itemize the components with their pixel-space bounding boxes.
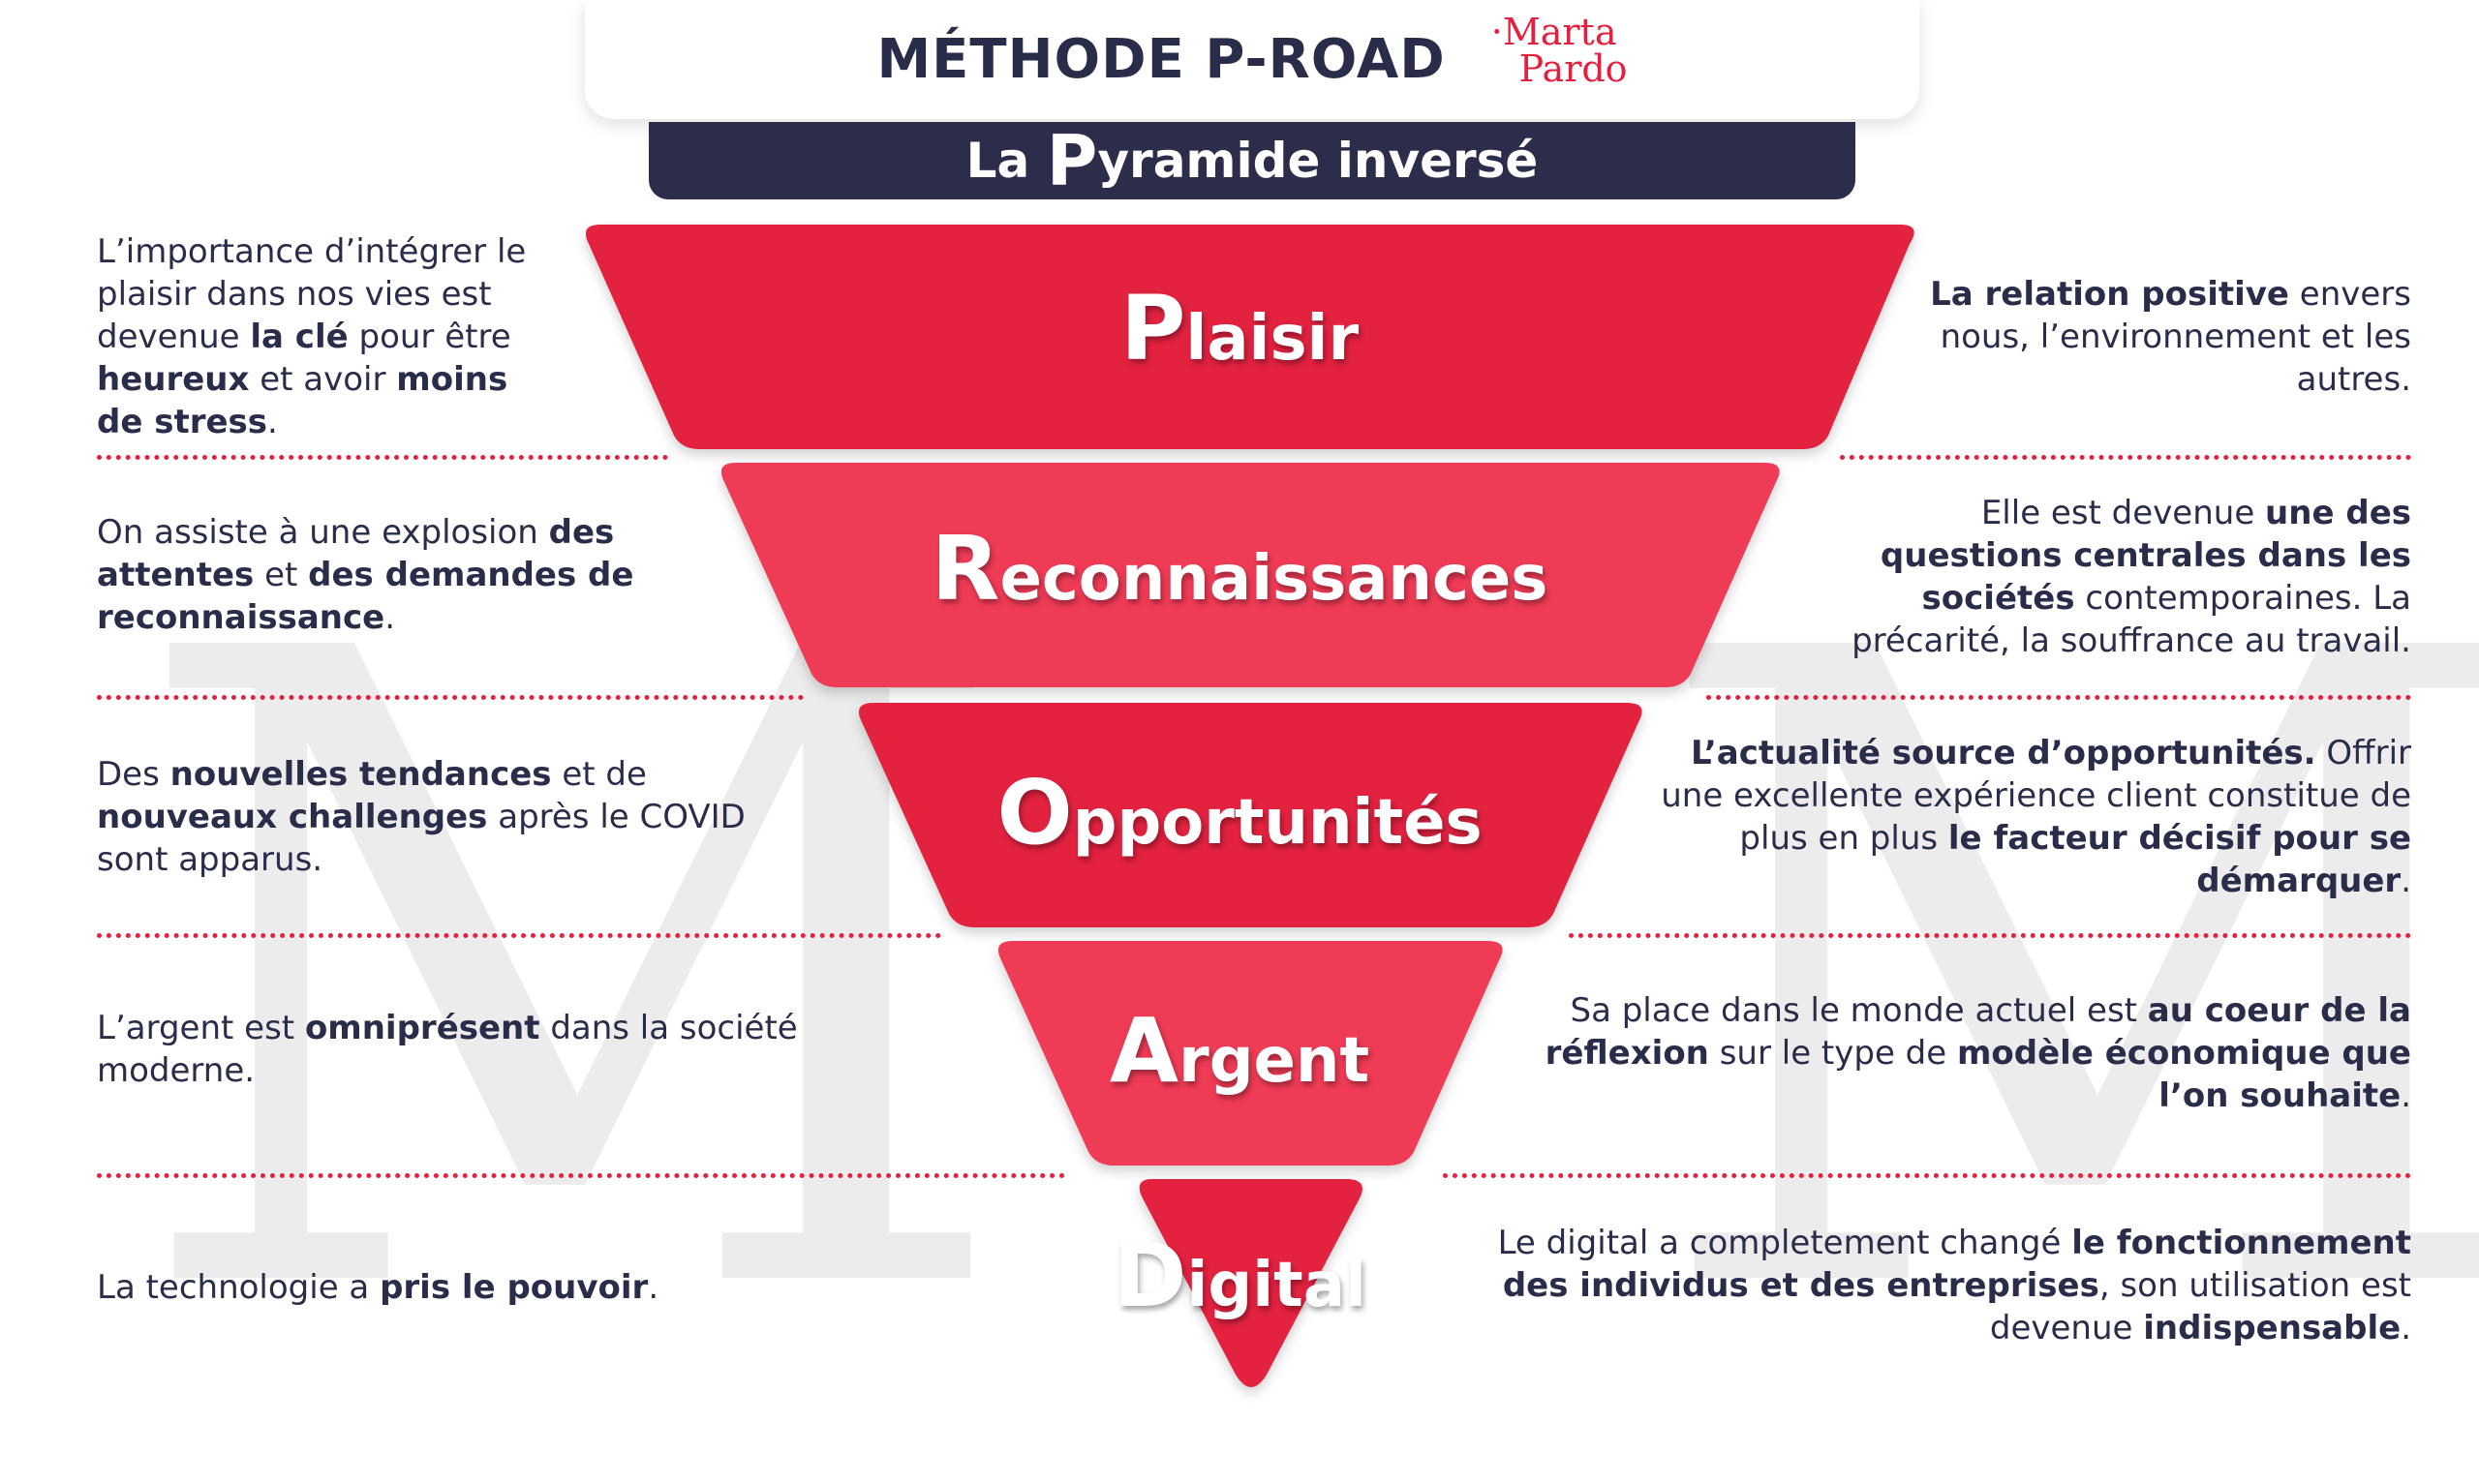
body-text: L’importance d’intégrer le [97, 232, 527, 271]
body-text: Le digital a completement changé [1497, 1224, 2072, 1262]
subtitle-rest: yramide inversé [1097, 133, 1539, 189]
body-text: On assiste à une explosion [97, 513, 549, 552]
desc-left-argent: L’argent est omniprésent dans la société… [97, 1007, 852, 1092]
emphasis-text: moins de stress [97, 360, 508, 441]
emphasis-text: indispensable [2143, 1309, 2402, 1348]
body-text: dans la société moderne. [97, 1009, 798, 1090]
emphasis-text: des attentes [97, 513, 615, 594]
brand-logo: ·Marta Pardo [1490, 10, 1628, 90]
body-text: L’argent est [97, 1009, 305, 1047]
pyramid-level-opportunites [858, 703, 1642, 927]
body-text: après le COVID sont apparus. [97, 798, 746, 879]
subtitle-bar: La P yramide inversé [649, 120, 1855, 201]
body-text: La technologie a [97, 1268, 381, 1307]
desc-right-opportunites: L’actualité source d’opportunités. Offri… [1656, 732, 2411, 902]
desc-right-reconnaissances: Elle est devenue une des questions centr… [1811, 492, 2411, 662]
desc-right-digital: Le digital a completement changé le fonc… [1423, 1222, 2411, 1349]
main-title: MÉTHODE P-ROAD [876, 28, 1446, 91]
body-text: . [648, 1268, 659, 1307]
emphasis-text: au coeur de la réflexion [1545, 991, 2411, 1073]
level-label-argent: Argent [1109, 999, 1370, 1103]
body-text: contemporaines. La précarité, la souffra… [1852, 579, 2411, 660]
desc-left-plaisir: L’importance d’intégrer le plaisir dans … [97, 230, 552, 443]
pyramid-level-plaisir [585, 225, 1914, 449]
level-label-digital: Digital [1113, 1224, 1366, 1327]
body-text: envers nous, l’environnement et les autr… [1940, 275, 2411, 399]
divider-left-1 [97, 455, 668, 460]
desc-left-opportunites: Des nouvelles tendances et de nouveaux c… [97, 753, 775, 881]
body-text: Sa place dans le monde actuel est [1570, 991, 2148, 1030]
header-card: MÉTHODE P-ROAD ·Marta Pardo [585, 0, 1919, 119]
body-text: . [2401, 1309, 2411, 1348]
body-text: et avoir [249, 360, 397, 399]
emphasis-text: modèle économique que l’on souhaite [1957, 1034, 2411, 1115]
divider-right-1 [1840, 455, 2411, 460]
level-label-plaisir: Plaisir [1119, 277, 1360, 380]
body-text: . [2401, 862, 2411, 900]
emphasis-text: pris le pouvoir [380, 1268, 649, 1307]
body-text: . [267, 403, 278, 441]
body-text: pour être [348, 318, 511, 356]
emphasis-text: une des questions centrales dans les soc… [1880, 494, 2411, 618]
divider-right-4 [1443, 1173, 2411, 1178]
desc-left-reconnaissances: On assiste à une explosion des attentes … [97, 511, 658, 639]
subtitle-prefix: La [965, 133, 1047, 189]
divider-right-2 [1706, 695, 2411, 700]
body-text: . [384, 598, 395, 637]
pyramid-diagram [585, 225, 1914, 1387]
subtitle-letter: P [1046, 120, 1098, 201]
body-text: , son utilisation est devenue [1989, 1266, 2411, 1348]
pyramid-level-argent [997, 941, 1503, 1166]
body-text: et de [551, 755, 647, 794]
body-text: Elle est devenue [1980, 494, 2266, 532]
desc-left-digital: La technologie a pris le pouvoir. [97, 1266, 852, 1309]
emphasis-text: nouveaux challenges [97, 798, 488, 836]
body-text: plaisir dans nos vies est devenue [97, 275, 492, 356]
body-text: et [254, 556, 309, 594]
body-text: Des [97, 755, 170, 794]
emphasis-text: heureux [97, 360, 250, 399]
body-text: sur le type de [1708, 1034, 1957, 1073]
emphasis-text: omniprésent [304, 1009, 540, 1047]
divider-right-3 [1569, 933, 2411, 938]
body-text: Offrir une excellente expérience client … [1661, 734, 2411, 858]
emphasis-text: la clé [250, 318, 349, 356]
pyramid-level-digital [1139, 1179, 1362, 1387]
pyramid-level-reconnaissances [720, 463, 1780, 687]
emphasis-text: nouvelles tendances [169, 755, 552, 794]
emphasis-text: le facteur décisif pour se démarquer [1947, 819, 2411, 900]
emphasis-text: le fonctionnement des individus et des e… [1502, 1224, 2411, 1305]
emphasis-text: La relation positive [1930, 275, 2289, 314]
divider-left-2 [97, 695, 804, 700]
level-label-reconnaissances: Reconnaissances [931, 517, 1548, 621]
divider-left-4 [97, 1173, 1065, 1178]
desc-right-argent: Sa place dans le monde actuel est au coe… [1501, 989, 2411, 1117]
divider-left-3 [97, 933, 941, 938]
desc-right-plaisir: La relation positive envers nous, l’envi… [1898, 273, 2411, 401]
emphasis-text: L’actualité source d’opportunités. [1691, 734, 2316, 772]
emphasis-text: des demandes de reconnaissance [97, 556, 634, 637]
body-text: . [2401, 1076, 2411, 1115]
level-label-opportunites: Opportunités [996, 761, 1483, 864]
